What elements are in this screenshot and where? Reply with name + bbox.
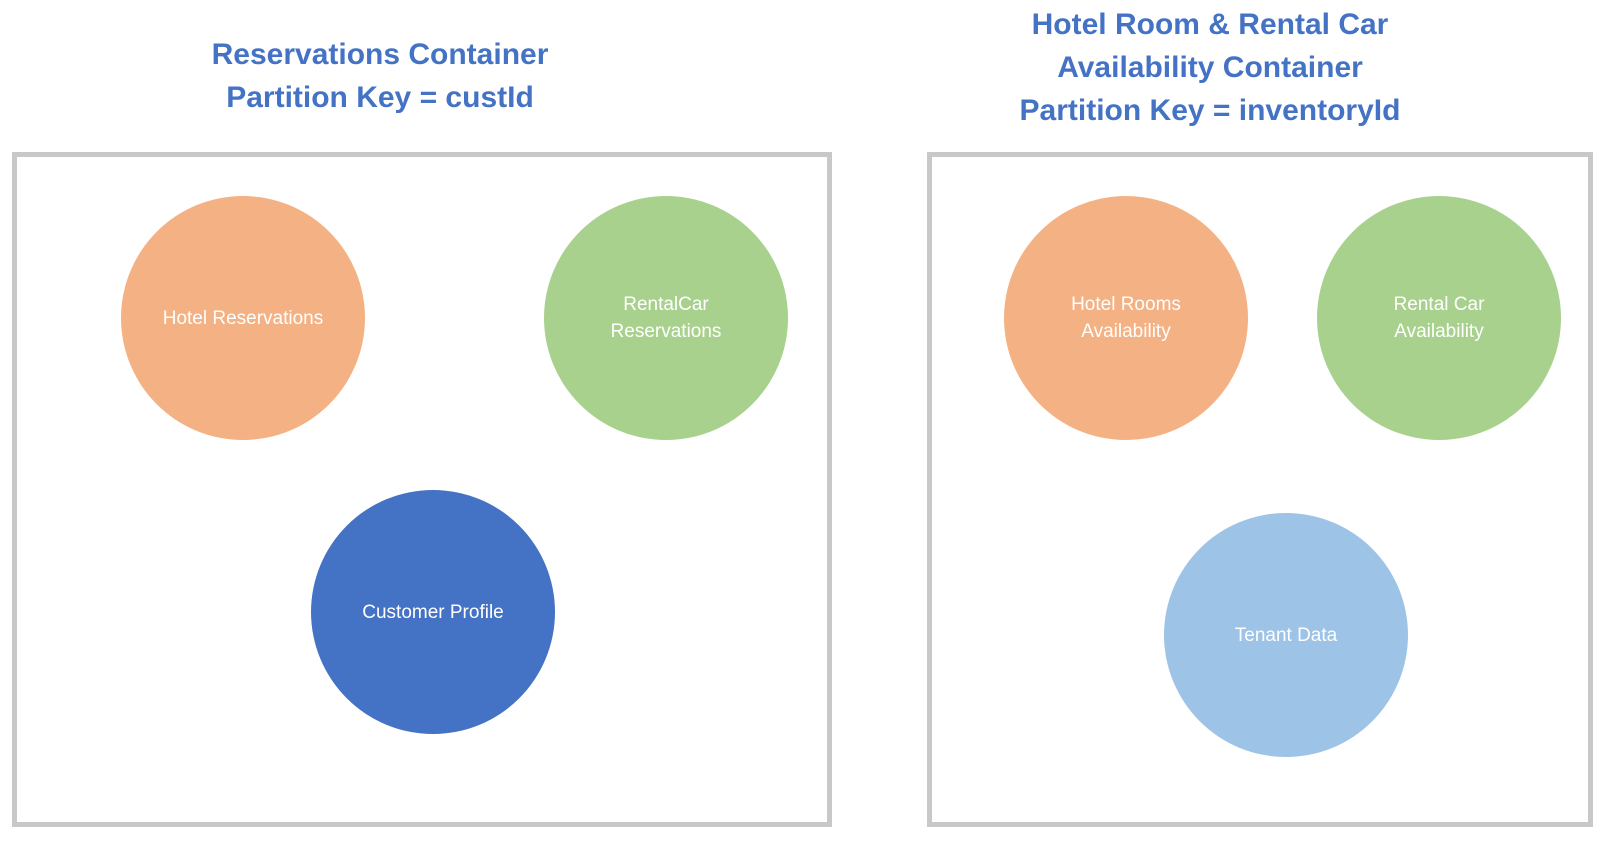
- node-label: Rental Car Availability: [1393, 294, 1485, 342]
- tenant-data-node: Tenant Data: [1164, 513, 1408, 757]
- title-line: Hotel Room & Rental Car: [1031, 8, 1389, 41]
- node-label: Tenant Data: [1234, 624, 1338, 646]
- title-line: Partition Key = inventoryId: [1019, 94, 1401, 127]
- node-label: Hotel Rooms Availability: [1071, 294, 1181, 342]
- availability-container-title: Hotel Room & Rental Car Availability Con…: [910, 3, 1510, 132]
- hotel-reservations-node: Hotel Reservations: [121, 196, 365, 440]
- title-line: Partition Key = custId: [226, 81, 534, 114]
- node-label: RentalCar Reservations: [610, 294, 722, 342]
- hotel-rooms-availability-node: Hotel Rooms Availability: [1004, 196, 1248, 440]
- reservations-container-title: Reservations Container Partition Key = c…: [100, 33, 660, 119]
- title-line: Reservations Container: [211, 38, 549, 71]
- title-line: Availability Container: [1057, 51, 1363, 84]
- node-label: Customer Profile: [362, 601, 504, 623]
- rental-car-availability-node: Rental Car Availability: [1317, 196, 1561, 440]
- customer-profile-node: Customer Profile: [311, 490, 555, 734]
- rentalcar-reservations-node: RentalCar Reservations: [544, 196, 788, 440]
- node-label: Hotel Reservations: [162, 307, 324, 329]
